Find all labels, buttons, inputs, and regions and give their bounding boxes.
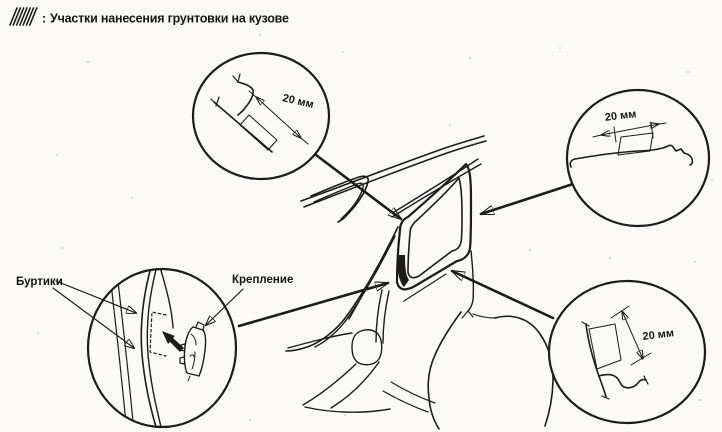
connector-arrow-right <box>481 182 575 216</box>
channel-drawing <box>110 269 174 427</box>
legend-text: Участки нанесения грунтовки на кузове <box>50 12 289 26</box>
body-crease-below-window <box>403 273 447 302</box>
callout-circle <box>565 88 711 228</box>
insert-direction-arrow-icon <box>162 331 184 352</box>
annotation-fastener: Крепление <box>206 274 293 325</box>
connector-arrow-top-left <box>314 153 401 221</box>
callout-right: 20 мм <box>565 88 711 228</box>
flanges-label: Буртики <box>16 276 63 288</box>
legend: : Участки нанесения грунтовки на кузове <box>9 7 289 26</box>
rear-edge-and-fork <box>461 250 496 319</box>
scan-speckles <box>37 34 713 421</box>
callout-circle <box>191 51 331 181</box>
quarter-window-frame <box>395 162 473 291</box>
bumper-lines <box>287 329 436 413</box>
dimension-right: 20 мм <box>592 108 667 143</box>
d-pillar-lines <box>285 226 399 352</box>
connector-arrow-bottom-left <box>237 283 388 328</box>
legend-separator: : <box>42 12 46 26</box>
connector-arrow-bottom-right <box>452 269 555 320</box>
dimension-label: 20 мм <box>642 327 675 343</box>
primer-hatch-band <box>588 323 622 370</box>
tailgate-seam <box>375 289 390 344</box>
flanges-leader-arrow-1 <box>55 280 136 313</box>
callout-bottom-right: 20 мм <box>547 279 707 425</box>
fastener-label: Крепление <box>232 274 293 286</box>
primer-hatch-band <box>239 114 278 151</box>
dimension-label: 20 мм <box>604 108 637 124</box>
annotation-flanges: Буртики <box>16 276 136 348</box>
flanges-leader-arrow-2 <box>52 287 134 348</box>
callout-circle <box>547 279 707 425</box>
dimension-bottom-right: 20 мм <box>610 305 675 366</box>
wheel-arch <box>427 311 554 430</box>
clip-drawing <box>179 321 207 382</box>
callout-circle <box>86 267 238 429</box>
flange-section-drawing <box>210 73 278 153</box>
hatch-swatch-icon <box>9 7 38 26</box>
door-window <box>310 175 369 223</box>
bead-dotted-outline <box>149 311 167 357</box>
pillar-section-drawing <box>581 321 649 400</box>
frame-solid-corner <box>397 255 409 287</box>
connector-arrows <box>237 153 575 328</box>
car-body-drawing <box>285 135 554 430</box>
callout-top-left: 20 мм <box>191 51 331 181</box>
fastener-leader-arrow <box>206 288 244 325</box>
callout-bottom-left <box>86 267 238 429</box>
